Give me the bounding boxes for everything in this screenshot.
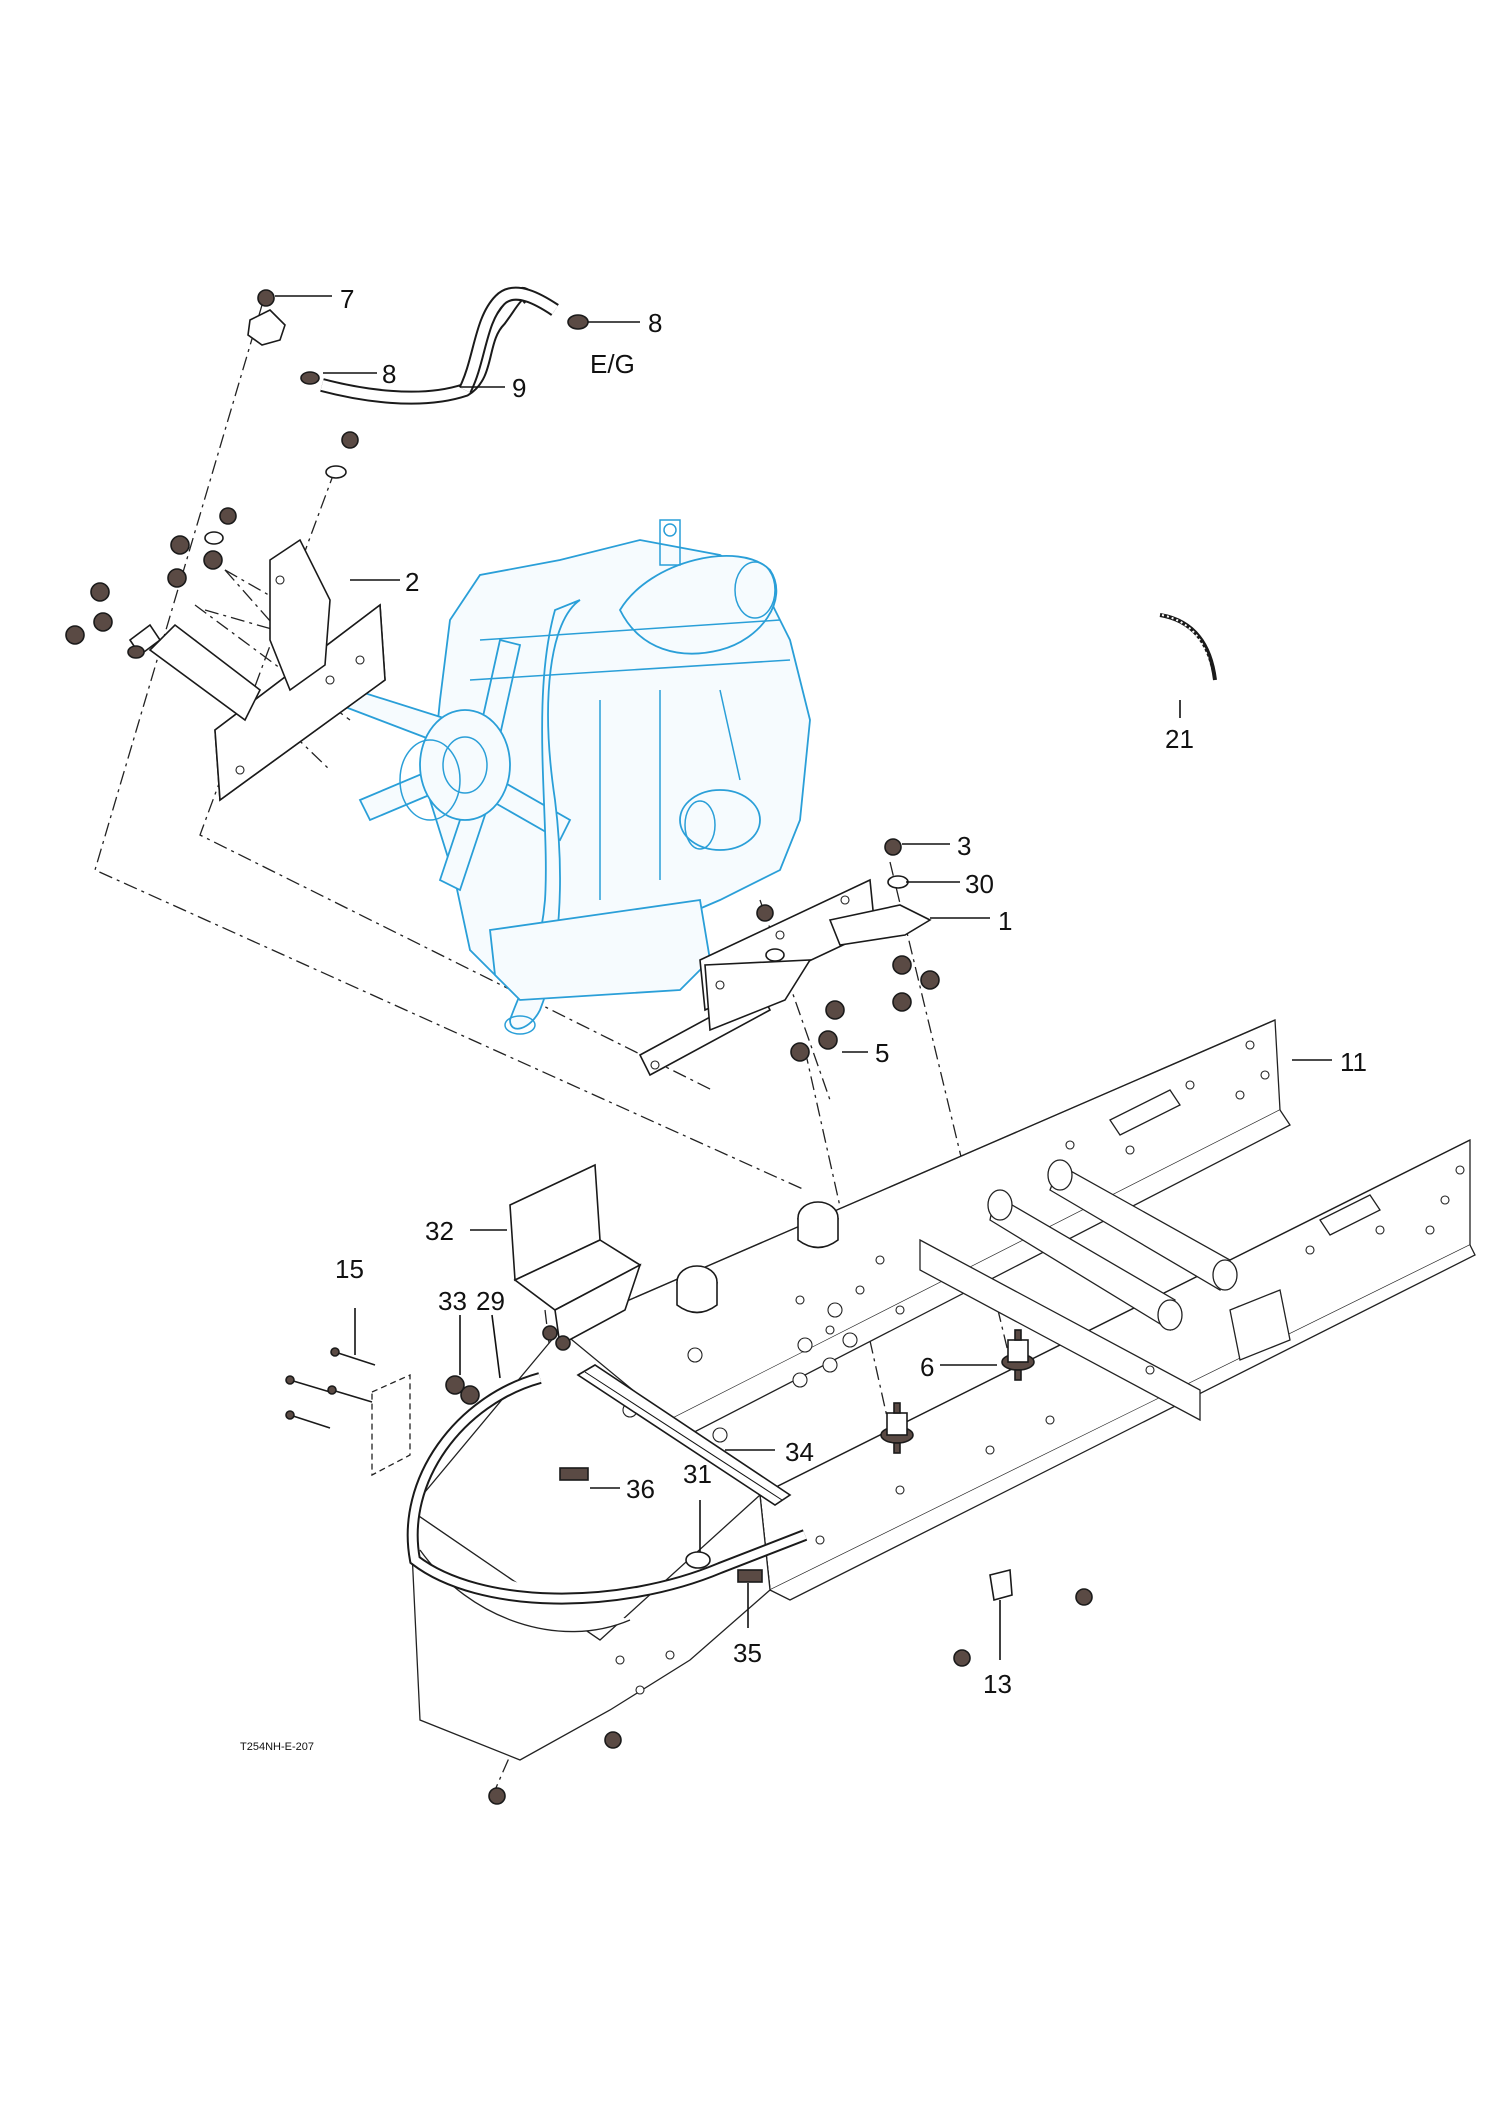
chassis-frame bbox=[409, 1019, 1476, 1761]
callout-8-upper: 8 bbox=[648, 308, 662, 338]
cover-plate bbox=[509, 1163, 642, 1351]
callout-30: 30 bbox=[965, 869, 994, 899]
right-bracket-bolts bbox=[790, 838, 940, 1062]
callout-21: 21 bbox=[1165, 724, 1194, 754]
callout-5: 5 bbox=[875, 1038, 889, 1068]
rubber-mounts bbox=[676, 1201, 1035, 1454]
callout-35: 35 bbox=[733, 1638, 762, 1668]
clip-36 bbox=[559, 1467, 589, 1481]
bolts-33 bbox=[445, 1375, 480, 1405]
seal-strip-34 bbox=[576, 1364, 792, 1506]
engine-fan bbox=[338, 638, 572, 892]
leader-lines bbox=[275, 295, 1332, 1660]
callout-1: 1 bbox=[998, 906, 1012, 936]
callout-13: 13 bbox=[983, 1669, 1012, 1699]
callout-11: 11 bbox=[1340, 1047, 1367, 1077]
engine-illustration bbox=[338, 519, 811, 1035]
clip-35 bbox=[737, 1569, 763, 1583]
callout-31: 31 bbox=[683, 1459, 712, 1489]
clip-bolts-15 bbox=[285, 1347, 411, 1477]
callout-6: 6 bbox=[920, 1352, 934, 1382]
washer bbox=[325, 465, 347, 479]
hose-clamp-upper bbox=[567, 314, 589, 330]
callout-3: 3 bbox=[957, 831, 971, 861]
rubber-plug bbox=[685, 1551, 711, 1569]
callout-eg: E/G bbox=[590, 349, 635, 379]
left-bracket-bolts bbox=[65, 507, 237, 659]
callout-2: 2 bbox=[405, 567, 419, 597]
callout-8-lower: 8 bbox=[382, 359, 396, 389]
nut bbox=[341, 431, 359, 449]
lower-nuts bbox=[488, 1568, 1093, 1805]
callout-34: 34 bbox=[785, 1437, 814, 1467]
hose-clamp-lower bbox=[300, 371, 320, 385]
callout-29: 29 bbox=[476, 1286, 505, 1316]
callout-32: 32 bbox=[425, 1216, 454, 1246]
callout-33: 33 bbox=[438, 1286, 467, 1316]
breather-fitting bbox=[247, 309, 286, 346]
right-engine-bracket bbox=[638, 878, 932, 1077]
fitting-cap-nut bbox=[257, 289, 275, 307]
breather-pipe-assembly bbox=[247, 286, 589, 479]
callouts: 7 8 E/G 8 9 2 21 3 30 1 5 11 32 15 33 29… bbox=[335, 284, 1367, 1699]
frame-holes bbox=[615, 1040, 1465, 1695]
callout-9: 9 bbox=[512, 373, 526, 403]
callout-36: 36 bbox=[626, 1474, 655, 1504]
drawing-code: T254NH-E-207 bbox=[240, 1741, 314, 1753]
callout-7: 7 bbox=[340, 284, 354, 314]
wire-tie bbox=[1159, 613, 1217, 681]
left-engine-bracket bbox=[128, 538, 386, 802]
callout-15: 15 bbox=[335, 1254, 364, 1284]
